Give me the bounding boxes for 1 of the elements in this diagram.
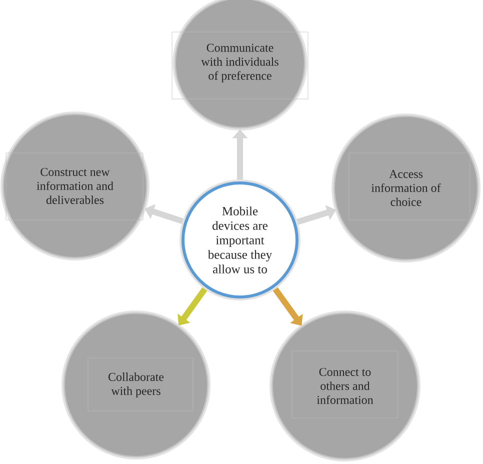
arrow <box>178 287 208 326</box>
